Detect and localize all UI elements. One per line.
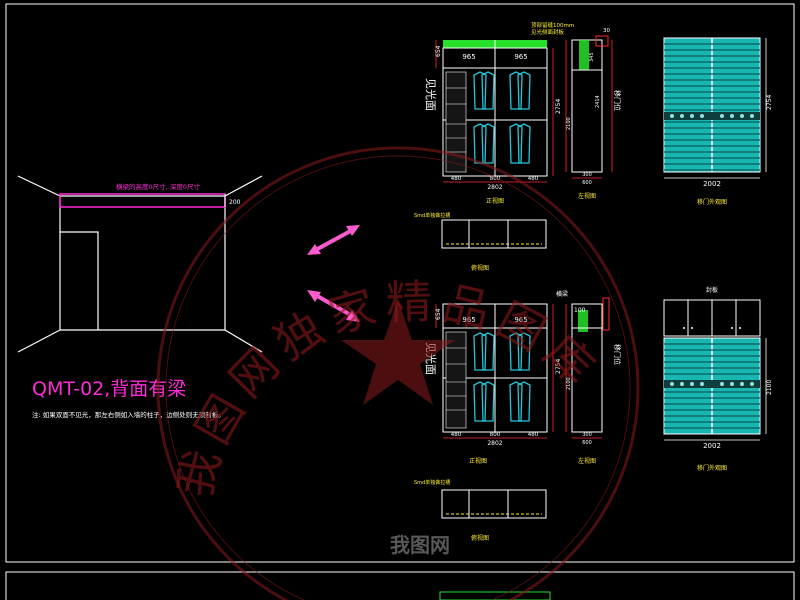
bottom-side-door-label: 移门位	[613, 344, 622, 365]
bottom-front-top-height: 654	[435, 308, 442, 320]
top-door-caption: 移门外观图	[697, 198, 727, 206]
bottom-side-top-dim: 100	[574, 307, 586, 314]
watermark-circle-text: 我图网独家精品图库	[167, 274, 610, 502]
top-door-view	[663, 37, 767, 179]
beam-note: 横梁的高度0尺寸, 深度0尺寸	[116, 182, 200, 191]
bottom-front-height: 2754	[555, 359, 562, 374]
bottom-door-top-label: 封板	[706, 286, 718, 294]
bottom-front-bottom-dim-1: 480	[451, 432, 462, 438]
top-side-note-2: 见光侧面封板	[531, 28, 565, 36]
bottom-front-bottom-dim-3: 480	[528, 432, 539, 438]
top-front-caption: 正视图	[486, 197, 504, 205]
bottom-front-col-right: 965	[514, 316, 527, 324]
bottom-plan-view	[441, 489, 547, 519]
bottom-front-overall-width: 2802	[487, 440, 502, 447]
top-front-overall-width: 2802	[487, 184, 502, 191]
arrow-to-bottom-set	[307, 290, 360, 322]
bottom-front-caption: 正视图	[469, 457, 487, 465]
top-side-top-dim-a: 30	[603, 28, 610, 34]
top-plan-view	[441, 219, 547, 249]
bottom-plan-caption: 俯视图	[471, 534, 489, 542]
top-side-bottom-dim-1: 300	[582, 172, 592, 178]
top-front-height: 2754	[555, 99, 562, 114]
beam-dim: 200	[229, 199, 241, 206]
bottom-door-view	[663, 299, 767, 441]
bottom-front-view	[435, 303, 554, 439]
bottom-side-beam-label: 横梁	[556, 290, 568, 298]
top-front-view	[435, 40, 554, 183]
top-plan-caption: 俯视图	[471, 264, 489, 272]
bottom-plan-label: Smd单独做拉槽	[414, 479, 450, 486]
top-side-bottom-dim-2: 600	[582, 180, 592, 186]
top-side-door-label: 移门位	[613, 90, 622, 111]
top-side-caption: 左视图	[578, 192, 596, 200]
top-front-bottom-dim-2: 800	[490, 176, 501, 182]
layout-title: QMT-02,背面有梁	[32, 378, 186, 400]
top-side-note-1: 顶部留缝100mm	[531, 21, 574, 29]
room-perspective	[17, 175, 263, 353]
top-door-width: 2002	[703, 180, 721, 188]
top-front-bottom-dim-1: 480	[451, 176, 462, 182]
bottom-door-height: 2100	[766, 380, 773, 395]
top-side-view	[565, 35, 613, 179]
top-front-top-height: 654	[435, 45, 442, 57]
drawing-frame-bottom	[5, 571, 795, 600]
top-front-bottom-dim-3: 480	[528, 176, 539, 182]
bottom-side-lower-height: 2100	[566, 377, 572, 390]
watermark-logo: 我图网	[390, 533, 450, 557]
top-front-col-left: 965	[462, 53, 475, 61]
bottom-door-width: 2002	[703, 442, 721, 450]
top-side-lower-height: 2100	[566, 117, 572, 130]
bottom-door-caption: 移门外观图	[697, 464, 727, 472]
bottom-front-bottom-dim-2: 800	[490, 432, 501, 438]
bottom-front-col-left: 965	[462, 316, 475, 324]
top-door-height: 2754	[766, 95, 773, 110]
top-plan-label: Smd单独做拉槽	[414, 212, 450, 219]
top-side-top-dim-b: 345	[589, 52, 595, 62]
arrow-to-top-set	[307, 225, 360, 255]
bottom-side-bottom-dim-1: 300	[582, 432, 592, 438]
top-side-inner-height: 2414	[595, 95, 601, 108]
top-front-side-label: 见光面	[424, 78, 438, 111]
layout-note: 注: 如果双面不见光，那左右侧如入墙的柱子，边侧处则无须封板。	[32, 410, 225, 419]
bottom-side-view	[565, 297, 610, 439]
drawing-frame-top	[5, 3, 795, 563]
bottom-side-bottom-dim-2: 600	[582, 440, 592, 446]
watermark-seal	[156, 146, 640, 600]
next-sheet-preview	[439, 591, 551, 600]
top-front-col-right: 965	[514, 53, 527, 61]
bottom-side-caption: 左视图	[578, 457, 596, 465]
